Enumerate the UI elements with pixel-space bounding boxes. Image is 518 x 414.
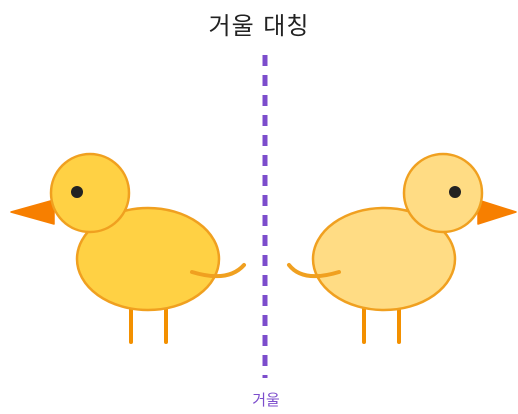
mirrored-chick: [287, 152, 517, 344]
chick-tail: [190, 263, 246, 279]
chick-eye: [71, 186, 83, 198]
chick-beak: [10, 199, 55, 225]
diagram-title: 거울 대칭: [208, 12, 310, 40]
chick-body: [75, 206, 221, 312]
chick-beak: [477, 199, 517, 225]
chick-body: [311, 206, 457, 312]
chick-head: [49, 152, 131, 234]
chick-tail: [287, 263, 341, 279]
chick-eye: [449, 186, 461, 198]
chick-head: [402, 152, 484, 234]
original-chick: [10, 152, 246, 344]
mirror-label: 거울: [252, 391, 280, 409]
